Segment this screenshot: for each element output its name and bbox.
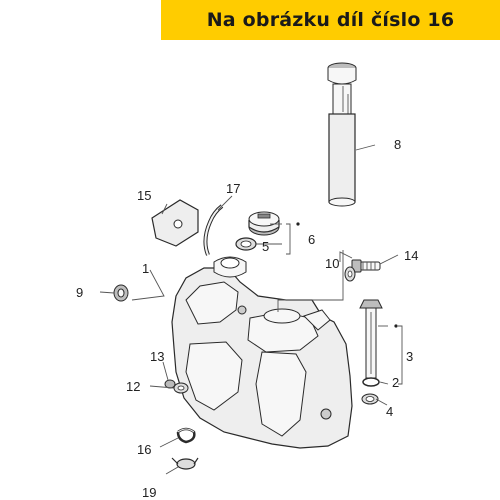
- breather-hose[interactable]: [203, 204, 224, 256]
- leader-lines: [99, 144, 403, 475]
- callout-17: 17: [226, 181, 240, 196]
- fuel-level-sender[interactable]: [327, 62, 357, 207]
- callout-13: 13: [150, 349, 164, 364]
- fuel-cap[interactable]: [248, 211, 280, 236]
- callout-15: 15: [137, 188, 151, 203]
- callout-9: 9: [76, 285, 83, 300]
- callout-3: 3: [406, 349, 413, 364]
- drain-tube[interactable]: [359, 299, 383, 379]
- o-ring[interactable]: [362, 377, 380, 387]
- fuel-tank[interactable]: [171, 256, 353, 449]
- callout-2: 2: [392, 375, 399, 390]
- spring-clip-19[interactable]: [171, 457, 199, 470]
- callout-10: 10: [325, 256, 339, 271]
- callout-16: 16: [137, 442, 151, 457]
- callout-labels: 8 15 17 6 5 10 14 1 9 3 2 4 13 12 16 19: [76, 137, 418, 500]
- callout-4: 4: [386, 404, 393, 419]
- callout-8: 8: [394, 137, 401, 152]
- washer-10[interactable]: [344, 266, 356, 282]
- callout-19: 19: [142, 485, 156, 500]
- callout-6: 6: [308, 232, 315, 247]
- callout-5: 5: [262, 239, 269, 254]
- rubber-grommet[interactable]: [113, 284, 129, 302]
- part-number-banner: Na obrázku díl číslo 16: [161, 0, 500, 40]
- callout-1: 1: [142, 261, 149, 276]
- mounting-bolt[interactable]: [351, 259, 381, 273]
- callout-14: 14: [404, 248, 418, 263]
- cap-gasket[interactable]: [235, 237, 257, 251]
- hose-clip-16[interactable]: [176, 427, 196, 444]
- banner-text: Na obrázku díl číslo 16: [206, 9, 455, 31]
- hose-clamp-4[interactable]: [361, 393, 379, 405]
- washer-13[interactable]: [164, 379, 176, 389]
- heat-shield-cover[interactable]: [151, 199, 199, 247]
- callout-12: 12: [126, 379, 140, 394]
- washer-12[interactable]: [173, 382, 189, 394]
